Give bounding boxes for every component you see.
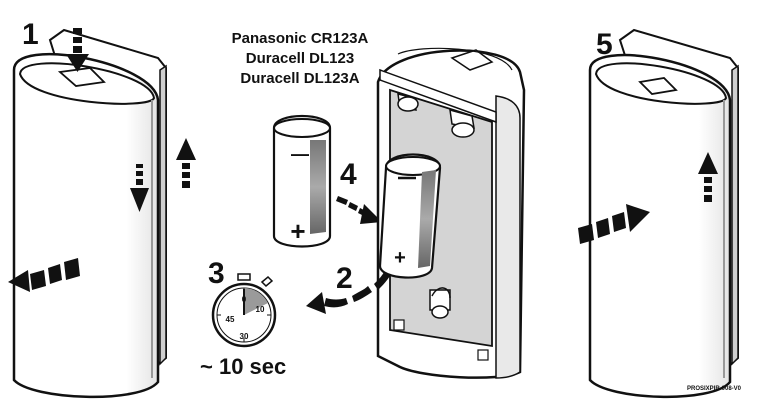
timer-dial-10: 10 (256, 305, 265, 314)
timer-dial-30: 30 (240, 332, 249, 341)
battery-model-3: Duracell DL123A (240, 70, 359, 87)
figure-code: PROSIXPIR-008-V0 (687, 386, 742, 392)
insert-battery-arrow (336, 196, 382, 224)
slide-up-arrow (698, 152, 718, 202)
step-5-label: 5 (596, 28, 613, 61)
attach-cover-arrow (578, 204, 650, 244)
installed-battery: + (378, 153, 442, 279)
battery-minus-label: — (291, 144, 309, 164)
remove-battery-arrow (306, 272, 390, 314)
battery-plus-label: + (290, 216, 305, 246)
stopwatch-icon: 0 10 45 30 (211, 273, 277, 348)
step-1-label: 1 (22, 18, 39, 51)
step-2-label: 2 (336, 262, 353, 295)
timer-dial-0: 0 (242, 295, 247, 304)
press-down-arrow (66, 28, 89, 72)
sensor-step-5 (578, 28, 739, 399)
step-3-label: 3 (208, 257, 225, 290)
step-4-label: 4 (340, 158, 357, 191)
battery-model-1: Panasonic CR123A (232, 30, 369, 47)
sensor-step-1 (8, 28, 196, 399)
sensor-open: + (376, 47, 526, 379)
slide-down-arrow (130, 164, 149, 212)
timer-duration: ~ 10 sec (200, 354, 286, 379)
lift-up-arrow (176, 138, 196, 188)
installed-battery-plus: + (394, 247, 406, 269)
timer-dial-45: 45 (226, 315, 235, 324)
new-battery: — + (272, 114, 332, 248)
remove-cover-arrow (8, 258, 80, 292)
battery-model-2: Duracell DL123 (246, 50, 354, 67)
battery-model-list: Panasonic CR123A Duracell DL123 Duracell… (232, 30, 369, 87)
